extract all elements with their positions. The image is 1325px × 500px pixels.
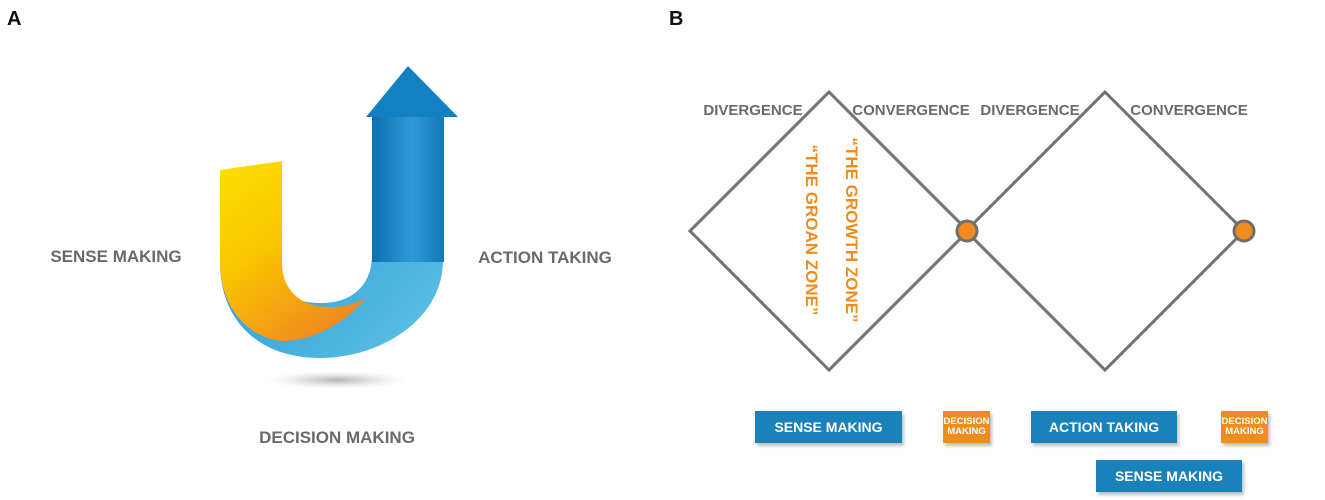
decision-making-box-2: DECISION MAKING: [1221, 411, 1268, 443]
panel-a-letter: A: [7, 8, 22, 30]
phase-label-convergence-2: CONVERGENCE: [1130, 102, 1248, 119]
panel-b-letter: B: [669, 8, 684, 30]
growth-zone-label: “THE GROWTH ZONE”: [842, 137, 861, 322]
decision-making-label: DECISION MAKING: [259, 428, 415, 447]
phase-label-divergence-1: DIVERGENCE: [703, 102, 802, 119]
sense-making-label: SENSE MAKING: [50, 247, 181, 266]
phase-label-convergence-1: CONVERGENCE: [852, 102, 970, 119]
u-arrow-shaft: [372, 112, 444, 262]
arrow-shadow: [267, 371, 407, 389]
sense-making-box-2: SENSE MAKING: [1096, 460, 1242, 492]
groan-zone-label: “THE GROAN ZONE”: [802, 145, 821, 316]
u-turn-arrow-icon: [220, 66, 458, 389]
sense-making-box-1: SENSE MAKING: [755, 411, 902, 443]
decision-point-circle-icon: [1232, 219, 1256, 243]
diamond-1: [687, 89, 971, 373]
action-taking-label: ACTION TAKING: [478, 248, 612, 267]
u-arrow-head: [366, 66, 458, 117]
decision-point-circle-icon: [955, 219, 979, 243]
diamond-2: [963, 89, 1247, 373]
u-arrow-yellow-band: [220, 161, 368, 341]
phase-label-divergence-2: DIVERGENCE: [980, 102, 1079, 119]
action-taking-box: ACTION TAKING: [1031, 411, 1177, 443]
decision-making-box-1: DECISION MAKING: [943, 411, 990, 443]
